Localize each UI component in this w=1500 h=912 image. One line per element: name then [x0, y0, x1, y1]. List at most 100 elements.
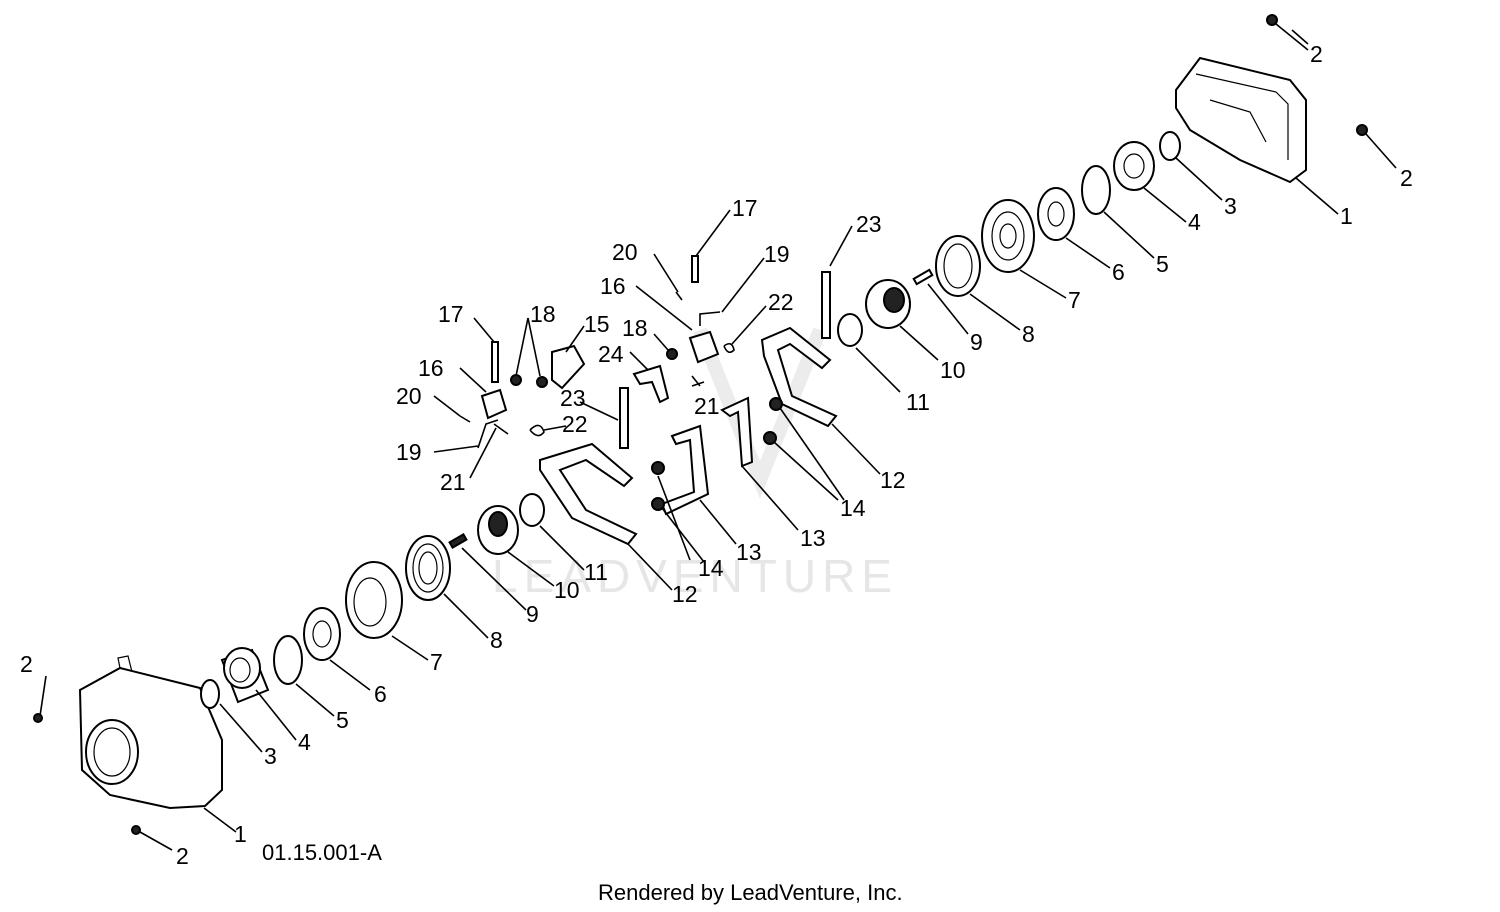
pulley-left — [345, 561, 403, 639]
callout-16-left: 16 — [418, 355, 444, 381]
callout-7-left: 7 — [430, 649, 443, 675]
watermark-logo — [693, 327, 827, 499]
callout-8-right: 8 — [1022, 321, 1035, 347]
nut-18-a — [510, 374, 522, 386]
pulley-right — [981, 199, 1035, 273]
callout-22-left: 22 — [562, 411, 588, 437]
callout-24: 24 — [598, 341, 624, 367]
bolt-right-side — [1356, 124, 1397, 169]
callout-11-left: 11 — [584, 559, 608, 585]
nut-18-c — [666, 348, 678, 360]
callout-8-left: 8 — [490, 627, 503, 653]
nut-18-b — [536, 376, 548, 388]
spring-clip-left — [529, 424, 545, 437]
callout-16-right: 16 — [600, 273, 626, 299]
spring-coil-right — [935, 235, 981, 297]
bolt-left-upper — [33, 675, 47, 723]
callout-19-left: 19 — [396, 439, 422, 465]
callout-1-right: 1 — [1340, 203, 1353, 229]
callout-21-mid: 21 — [694, 393, 720, 419]
callout-6-left: 6 — [374, 681, 387, 707]
callout-14-right: 14 — [840, 495, 866, 521]
callout-2-right-top: 2 — [1310, 41, 1323, 67]
pin-right — [912, 268, 934, 286]
pin-17-left — [491, 341, 499, 383]
rod-right — [821, 271, 831, 339]
watermark: LEADVENTURE — [492, 550, 898, 602]
callout-9-right: 9 — [970, 329, 983, 355]
callout-9-left: 9 — [526, 601, 539, 627]
o-ring-right — [1081, 165, 1111, 215]
callout-12-right: 12 — [880, 467, 906, 493]
callout-1-left: 1 — [234, 821, 247, 847]
bushing-right — [865, 279, 911, 329]
bolt-right-top — [1266, 14, 1309, 51]
star-washer-right — [1037, 187, 1075, 241]
callout-2-right-side: 2 — [1400, 165, 1413, 191]
callout-12-left: 12 — [672, 581, 698, 607]
callout-10-left: 10 — [554, 577, 580, 603]
footer-credit: Rendered by LeadVenture, Inc. — [598, 880, 903, 905]
callout-3-left: 3 — [264, 743, 277, 769]
bolt-14-a — [651, 461, 665, 475]
housing-right — [1175, 56, 1307, 184]
gear-hub-left — [220, 647, 270, 704]
seal-ring-left — [200, 679, 220, 709]
callout-3-right: 3 — [1224, 193, 1237, 219]
callout-20-left: 20 — [396, 383, 422, 409]
callout-13-left: 13 — [736, 539, 762, 565]
callout-18-left: 18 — [530, 301, 556, 327]
pin-left — [448, 533, 468, 549]
callout-14-left: 14 — [698, 555, 724, 581]
bolt-14-c — [769, 397, 783, 411]
leader-lines — [203, 29, 1339, 833]
callout-5-right: 5 — [1156, 251, 1169, 277]
callout-2-left-lower: 2 — [176, 843, 189, 869]
callout-4-left: 4 — [298, 729, 311, 755]
callout-4-right: 4 — [1188, 209, 1201, 235]
callout-19-right: 19 — [764, 241, 790, 267]
callout-7-right: 7 — [1068, 287, 1081, 313]
washer-right — [837, 313, 863, 347]
seal-ring-right — [1159, 131, 1181, 161]
bushing-left — [477, 505, 519, 555]
callout-21-left: 21 — [440, 469, 466, 495]
o-ring-left — [273, 635, 303, 685]
callout-17-right: 17 — [732, 195, 758, 221]
callout-10-right: 10 — [940, 357, 966, 383]
pin-17-right — [691, 255, 699, 283]
bolt-left-lower — [131, 825, 173, 851]
plate-15 — [551, 344, 586, 390]
latch-right — [688, 330, 720, 364]
bolt-14-d — [763, 431, 777, 445]
pin-20-left — [459, 415, 471, 423]
callout-2-left-upper: 2 — [20, 651, 33, 677]
spring-clip-right — [723, 342, 735, 354]
star-washer-left — [303, 607, 341, 661]
callout-20-right: 20 — [612, 239, 638, 265]
callout-18-mid: 18 — [622, 315, 648, 341]
callout-5-left: 5 — [336, 707, 349, 733]
callout-6-right: 6 — [1112, 259, 1125, 285]
callout-22-right: 22 — [768, 289, 794, 315]
lever-24 — [632, 364, 670, 404]
wire-19-right — [699, 311, 721, 326]
housing-left — [78, 655, 223, 810]
pin-20-right — [675, 291, 683, 301]
bolt-14-b — [651, 497, 665, 511]
callout-15: 15 — [584, 311, 610, 337]
pin-21-left — [493, 423, 509, 435]
bracket-right — [760, 326, 838, 428]
latch-left — [480, 388, 508, 420]
callout-23-right: 23 — [856, 211, 882, 237]
callout-17-left: 17 — [438, 301, 464, 327]
callout-11-right: 11 — [906, 389, 930, 415]
rod-left — [619, 387, 629, 449]
bracket-left — [539, 442, 638, 546]
spring-coil-left — [405, 535, 451, 601]
wire-19-left — [477, 419, 499, 449]
washer-left — [519, 493, 545, 527]
gear-hub-right — [1113, 141, 1155, 191]
drawing-number: 01.15.001-A — [262, 840, 382, 865]
